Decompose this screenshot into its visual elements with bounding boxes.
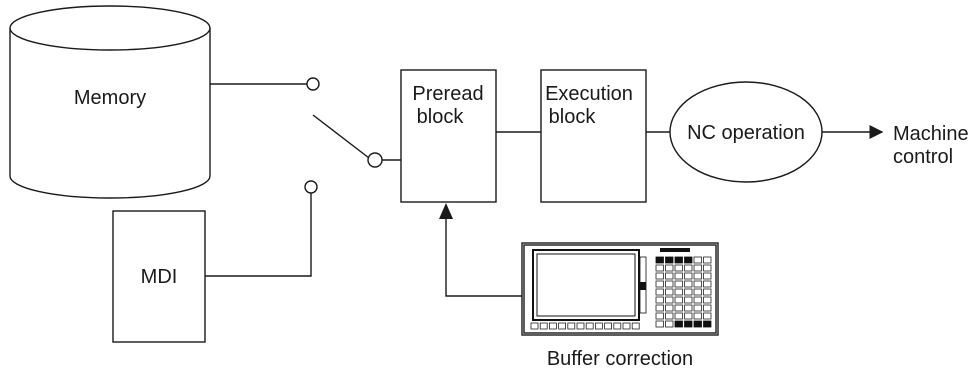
memory-contact: [307, 78, 319, 90]
machine-control-label-line1: Machine: [893, 123, 969, 145]
panel-key: [685, 289, 693, 295]
panel-key: [656, 289, 664, 295]
preread-label-line1: Preread: [412, 83, 483, 105]
panel-key: [666, 321, 674, 327]
panel-key: [675, 321, 683, 327]
softkey: [586, 323, 593, 329]
mdi-contact: [305, 181, 317, 193]
panel-key: [656, 257, 664, 263]
panel-key: [694, 265, 702, 271]
panel-key: [704, 257, 712, 263]
softkey: [531, 323, 538, 329]
memory-cylinder: Memory: [10, 6, 210, 198]
panel-key: [675, 289, 683, 295]
panel-key: [685, 257, 693, 263]
panel-key: [656, 273, 664, 279]
panel-key: [694, 313, 702, 319]
softkey: [559, 323, 566, 329]
panel-key: [666, 297, 674, 303]
panel-key: [675, 265, 683, 271]
panel-key: [704, 305, 712, 311]
nc-operation-label: NC operation: [687, 122, 805, 144]
panel-key: [675, 313, 683, 319]
panel-key: [704, 297, 712, 303]
panel-key: [675, 297, 683, 303]
panel-key: [666, 265, 674, 271]
softkey: [577, 323, 584, 329]
softkey: [568, 323, 575, 329]
panel-key: [694, 281, 702, 287]
execution-block: Execution block: [541, 70, 646, 202]
softkey: [632, 323, 639, 329]
buffer-correction-label: Buffer correction: [547, 348, 693, 370]
panel-key: [704, 281, 712, 287]
panel-key: [666, 281, 674, 287]
panel-key: [666, 257, 674, 263]
panel-key: [694, 289, 702, 295]
panel-key: [685, 313, 693, 319]
execution-label-line1: Execution: [545, 83, 633, 105]
panel-key: [704, 289, 712, 295]
panel-key: [685, 281, 693, 287]
panel-key: [694, 257, 702, 263]
panel-brand-strip: [660, 248, 690, 252]
memory-label: Memory: [74, 87, 146, 109]
preread-block: Preread block: [401, 70, 496, 202]
panel-key: [685, 273, 693, 279]
mdi-label: MDI: [141, 266, 178, 288]
switch-pivot-contact: [368, 153, 382, 167]
panel-key: [704, 273, 712, 279]
panel-key: [694, 273, 702, 279]
panel-key: [656, 305, 664, 311]
switch-lever: [313, 115, 369, 158]
panel-key: [666, 305, 674, 311]
input-selector-switch: [205, 78, 401, 276]
panel-key: [704, 313, 712, 319]
panel-key: [704, 321, 712, 327]
nc-operation-node: NC operation: [670, 82, 822, 182]
panel-key: [666, 289, 674, 295]
buffer-correction-wire: [446, 218, 524, 296]
softkey: [540, 323, 547, 329]
panel-key: [685, 305, 693, 311]
softkey: [595, 323, 602, 329]
panel-key: [694, 297, 702, 303]
cnc-panel-icon: [522, 243, 718, 335]
panel-key: [666, 273, 674, 279]
softkey: [614, 323, 621, 329]
panel-key: [694, 305, 702, 311]
softkey: [605, 323, 612, 329]
panel-key: [694, 321, 702, 327]
buffer-correction-arrowhead: [439, 203, 453, 219]
panel-key: [656, 321, 664, 327]
panel-key: [675, 281, 683, 287]
preread-label-line2: block: [417, 106, 465, 128]
panel-key: [666, 313, 674, 319]
panel-key: [685, 265, 693, 271]
softkey: [549, 323, 556, 329]
panel-key: [656, 281, 664, 287]
machine-control-label-line2: control: [893, 146, 953, 168]
execution-label-line2: block: [549, 106, 597, 128]
panel-key: [685, 321, 693, 327]
panel-key: [675, 257, 683, 263]
panel-key: [656, 265, 664, 271]
panel-key: [685, 297, 693, 303]
panel-key: [656, 313, 664, 319]
softkey: [623, 323, 630, 329]
mdi-box: MDI: [113, 211, 205, 342]
panel-key: [675, 305, 683, 311]
mdi-wire: [205, 193, 311, 276]
panel-key: [675, 273, 683, 279]
panel-key: [656, 297, 664, 303]
panel-key: [704, 265, 712, 271]
